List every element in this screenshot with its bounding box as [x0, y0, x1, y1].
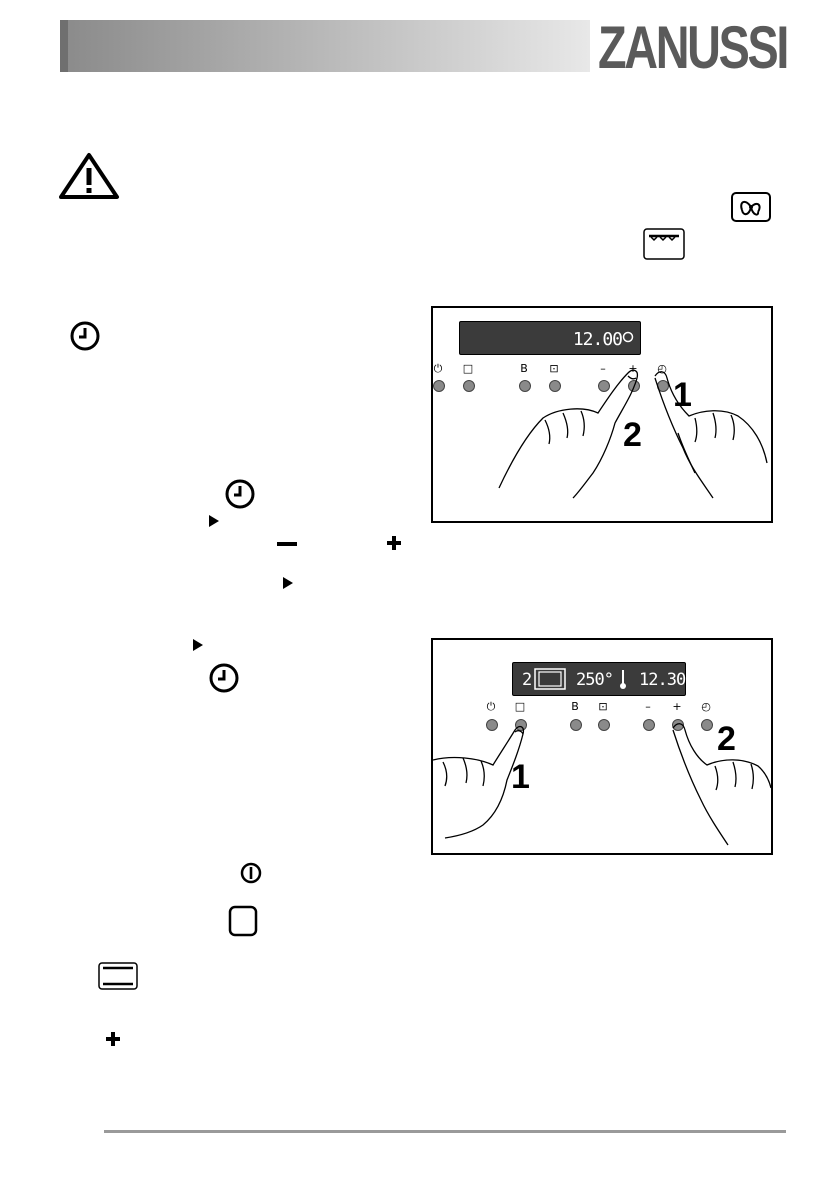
button-plus[interactable] — [672, 719, 684, 731]
button-b[interactable] — [519, 380, 531, 392]
display-time-2: 12.30 — [639, 670, 686, 690]
play-arrow-icon — [193, 639, 203, 651]
plus-icon — [387, 536, 401, 550]
button-grill[interactable] — [598, 719, 610, 731]
display-1: 12.00 — [459, 321, 641, 355]
control-panel-illustration-2: 2 250° 12.30 ⏻ □ B ⊡ – + ◴ 1 — [431, 638, 773, 855]
display-oven-icon — [534, 668, 566, 690]
button-minus[interactable] — [598, 380, 610, 392]
thermometer-icon — [620, 670, 626, 689]
footer-rule — [104, 1130, 786, 1133]
plus-icon — [106, 1032, 120, 1046]
header-band — [60, 20, 590, 72]
clock-icon — [70, 321, 100, 351]
label-grill: ⊡ — [549, 362, 559, 375]
label-minus: – — [645, 700, 651, 713]
play-arrow-icon — [283, 577, 293, 589]
label-minus: – — [600, 362, 606, 375]
brand-logo: ZANUSSI — [598, 14, 789, 81]
label-plus: + — [672, 700, 682, 713]
oven-function-icon — [228, 905, 258, 937]
label-clock: ◴ — [657, 362, 667, 375]
label-plus: + — [628, 362, 638, 375]
display-temp: 250° — [576, 670, 614, 690]
button-clock[interactable] — [701, 719, 713, 731]
label-clock: ◴ — [701, 700, 711, 713]
power-icon — [240, 862, 262, 884]
callout-1: 1 — [511, 758, 530, 796]
callout-1: 1 — [673, 376, 692, 414]
warning-icon — [59, 153, 119, 199]
display-shelf: 2 — [522, 670, 532, 690]
button-oven[interactable] — [515, 719, 527, 731]
button-power[interactable] — [433, 380, 445, 392]
header-edge — [60, 20, 68, 72]
label-b: B — [571, 700, 579, 713]
label-oven: □ — [514, 700, 526, 713]
display-clock-icon — [622, 331, 634, 343]
callout-2: 2 — [623, 416, 642, 454]
hands-illustration-1 — [498, 369, 768, 499]
button-minus[interactable] — [643, 719, 655, 731]
play-arrow-icon — [209, 515, 219, 527]
label-oven: □ — [462, 362, 474, 375]
display-2: 2 250° 12.30 — [512, 662, 686, 696]
label-b: B — [520, 362, 528, 375]
clock-icon — [225, 479, 255, 509]
label-power: ⏻ — [486, 700, 496, 713]
callout-2: 2 — [717, 720, 736, 758]
fan-oven-icon — [731, 192, 771, 222]
display-time-1: 12.00 — [572, 329, 623, 350]
label-power: ⏻ — [433, 362, 443, 375]
button-b[interactable] — [570, 719, 582, 731]
hands-illustration-2 — [433, 723, 771, 846]
control-panel-illustration-1: 12.00 ⏻ □ B ⊡ – + ◴ 1 2 — [431, 306, 773, 523]
label-grill: ⊡ — [598, 700, 608, 713]
conventional-heat-icon — [98, 962, 138, 990]
clock-icon — [209, 663, 239, 693]
minus-icon — [277, 542, 297, 546]
button-grill[interactable] — [549, 380, 561, 392]
button-power[interactable] — [486, 719, 498, 731]
top-heat-icon — [643, 228, 685, 260]
button-oven[interactable] — [463, 380, 475, 392]
